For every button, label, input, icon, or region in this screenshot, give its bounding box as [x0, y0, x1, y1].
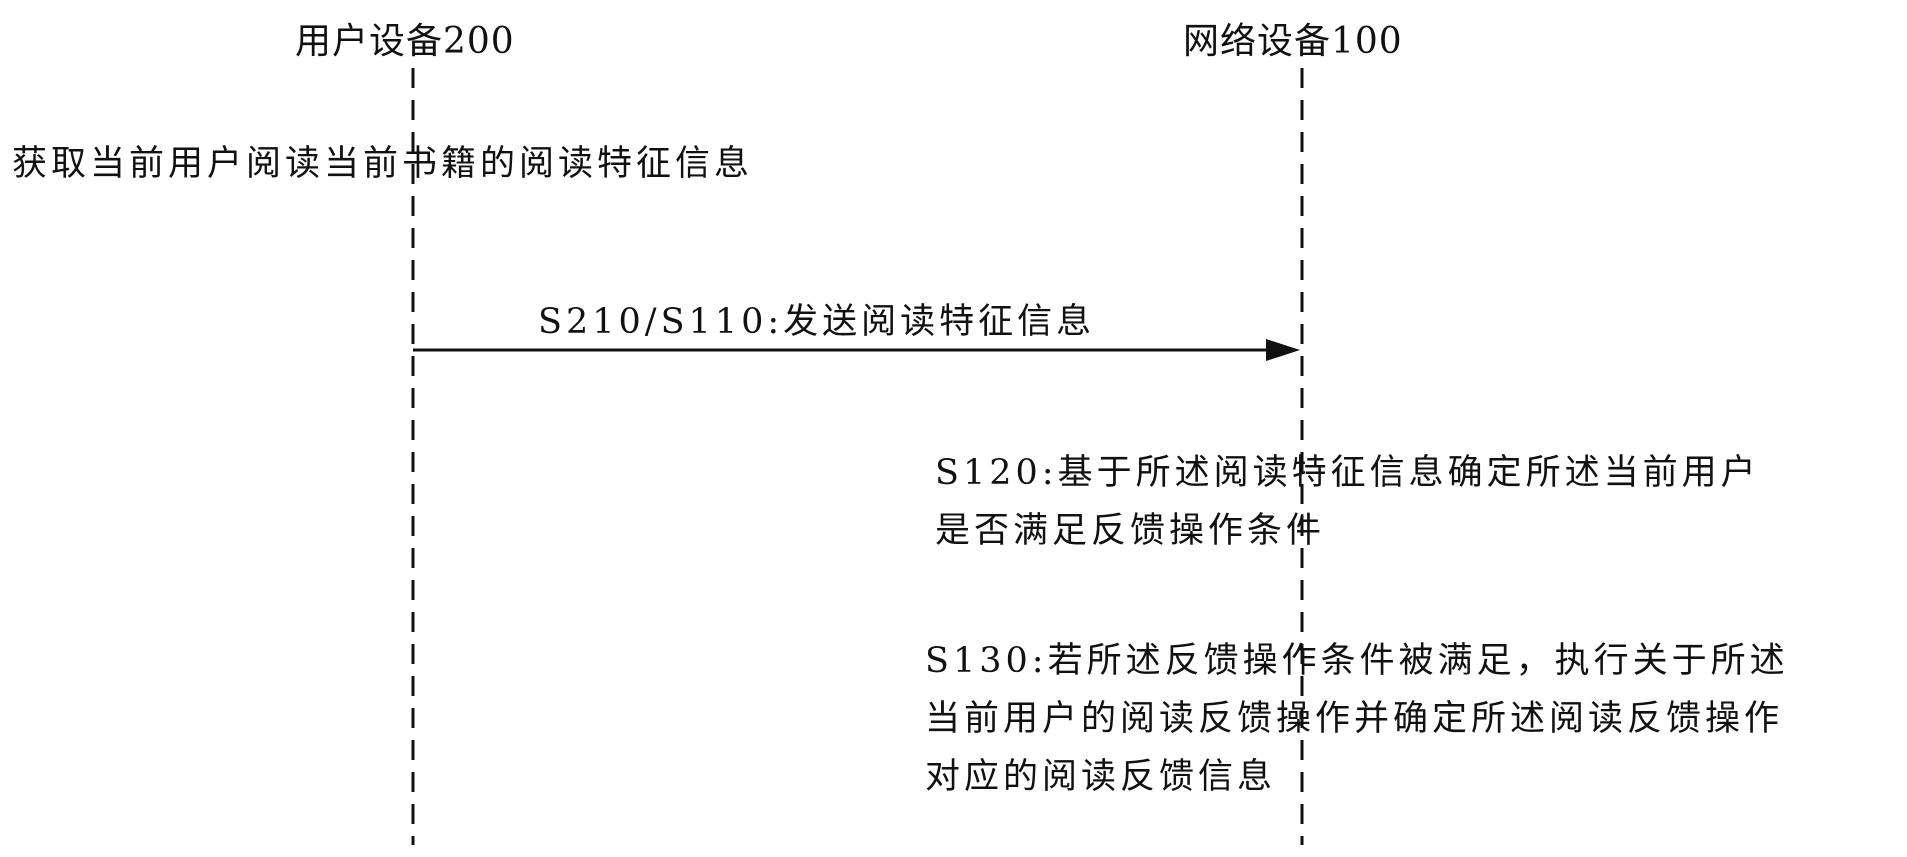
message-label: S210/S110:发送阅读特征信息 [538, 302, 1096, 342]
step-s130-line-1: S130:若所述反馈操作条件被满足，执行关于所述 [925, 641, 1789, 681]
lifeline-network-label: 网络设备100 [1183, 21, 1403, 62]
step-s130-line-2: 当前用户的阅读反馈操作并确定所述阅读反馈操作 [925, 699, 1784, 739]
step-s120-line-1: S120:基于所述阅读特征信息确定所述当前用户 [935, 453, 1760, 493]
lifeline-user-label: 用户设备200 [295, 21, 515, 62]
step-s120-line-2: 是否满足反馈操作条件 [935, 511, 1326, 551]
step-s130-line-3: 对应的阅读反馈信息 [925, 757, 1277, 797]
message-arrow-head [1266, 339, 1300, 361]
step-acquire-text: 获取当前用户阅读当前书籍的阅读特征信息 [12, 144, 754, 184]
